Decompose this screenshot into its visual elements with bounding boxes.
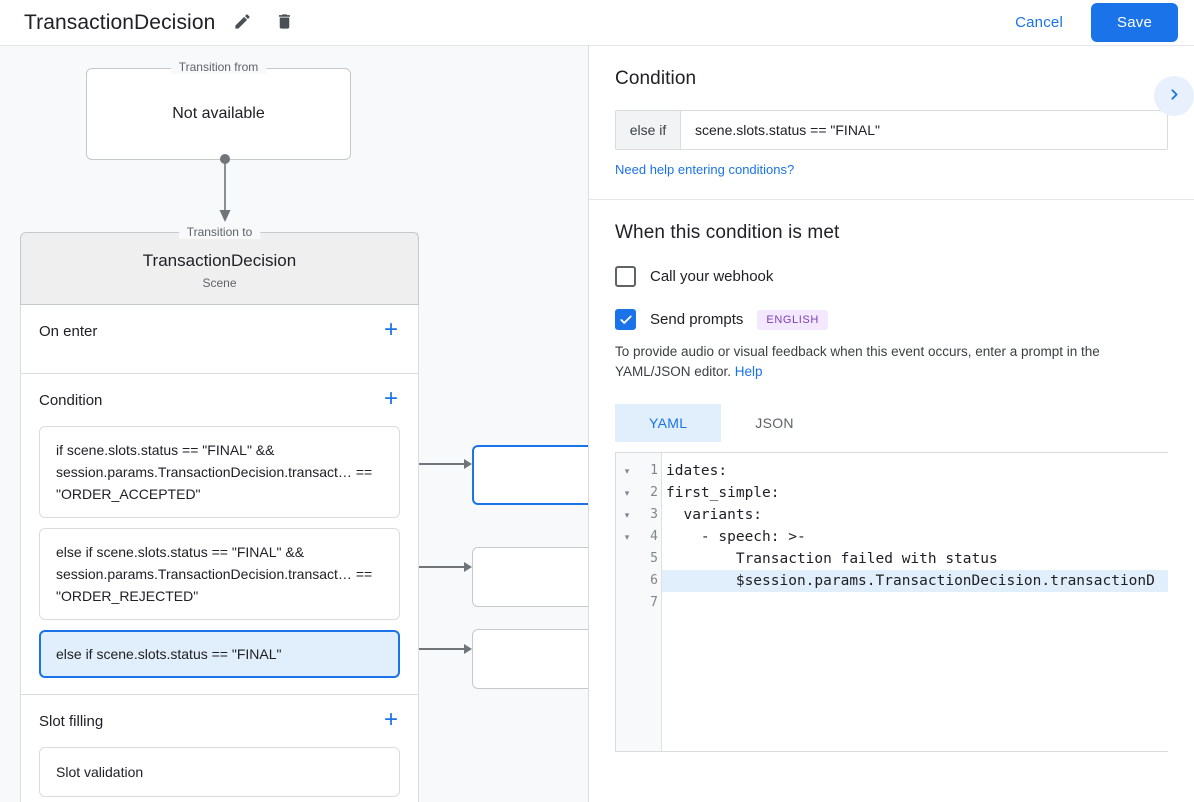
condition-card[interactable]: else if scene.slots.status == "FINAL" &&… (39, 528, 400, 620)
add-slot-filling-button[interactable]: + (383, 705, 398, 733)
code-line: - speech: >- (666, 529, 806, 545)
add-condition-button[interactable]: + (383, 384, 398, 412)
line-number: 7 (650, 595, 658, 610)
edit-button[interactable] (227, 8, 257, 38)
code-line: first_simple: (666, 485, 780, 501)
tab-yaml[interactable]: YAML (615, 404, 722, 442)
edge-arrowhead (464, 562, 472, 572)
scene-name: TransactionDecision (142, 251, 297, 270)
prompts-help-sentence: To provide audio or visual feedback when… (615, 344, 1100, 379)
flow-arrow-down (218, 154, 232, 231)
send-prompts-label: Send prompts (650, 311, 744, 328)
condition-card-selected[interactable]: else if scene.slots.status == "FINAL" (39, 630, 400, 678)
slot-validation-card[interactable]: Slot validation (39, 747, 400, 797)
checkmark-icon (619, 313, 633, 327)
line-number: 3 (650, 507, 658, 522)
section-title-slot-filling: Slot filling (39, 712, 104, 730)
call-webhook-checkbox[interactable] (615, 266, 636, 287)
line-number: 2 (650, 485, 658, 500)
edge-line (398, 566, 468, 568)
scene-type: Scene (202, 276, 237, 290)
condition-section: Condition else if Need help entering con… (589, 46, 1194, 200)
editor-format-tabs: YAML JSON (615, 404, 1168, 442)
send-prompts-checkbox[interactable] (615, 309, 636, 330)
condition-input-row: else if (615, 110, 1168, 150)
details-panel: Condition else if Need help entering con… (588, 46, 1194, 802)
chevron-right-icon (1166, 86, 1183, 106)
prompts-help-link[interactable]: Help (734, 364, 763, 379)
condition-card[interactable]: if scene.slots.status == "FINAL" && sess… (39, 426, 400, 518)
line-number: 5 (650, 551, 658, 566)
section-on-enter: On enter + (20, 305, 419, 374)
language-badge: ENGLISH (757, 309, 828, 330)
pencil-icon (233, 12, 252, 34)
fold-toggle-icon[interactable]: ▾ (624, 465, 630, 476)
tab-json[interactable]: JSON (721, 404, 828, 442)
transition-to-box[interactable]: Transition to TransactionDecision Scene (20, 225, 419, 305)
edge-line (398, 463, 468, 465)
send-prompts-row[interactable]: Send prompts ENGLISH (615, 309, 1168, 330)
transition-to-legend: Transition to (178, 225, 261, 239)
code-line: variants: (666, 507, 763, 523)
fold-toggle-icon[interactable]: ▾ (624, 487, 630, 498)
edge-arrowhead (464, 459, 472, 469)
code-line: idates: (666, 463, 728, 479)
edge-line (398, 648, 468, 650)
prompts-help-text: To provide audio or visual feedback when… (615, 342, 1168, 382)
transition-from-box: Transition from Not available (86, 60, 351, 160)
page-title: TransactionDecision (24, 10, 216, 34)
code-line-active: $session.params.TransactionDecision.tran… (662, 570, 1168, 592)
when-condition-met-section: When this condition is met Call your web… (589, 200, 1194, 772)
webhook-row[interactable]: Call your webhook (615, 266, 1168, 287)
condition-prefix-label: else if (616, 111, 681, 149)
section-title-on-enter: On enter (39, 322, 98, 340)
top-bar: TransactionDecision Cancel Save (0, 0, 1194, 46)
call-webhook-label: Call your webhook (650, 268, 774, 285)
section-title-condition: Condition (39, 391, 103, 409)
trash-icon (275, 12, 294, 34)
collapse-panel-button[interactable] (1154, 76, 1194, 116)
save-button[interactable]: Save (1091, 3, 1178, 42)
section-slot-filling: Slot filling + Slot validation (20, 695, 419, 802)
fold-toggle-icon[interactable]: ▾ (624, 509, 630, 520)
section-condition: Condition + if scene.slots.status == "FI… (20, 374, 419, 695)
line-number: 4 (650, 529, 658, 544)
editor-code-area[interactable]: idates: first_simple: variants: - speech… (662, 453, 1168, 751)
yaml-editor[interactable]: ▾ ▾ ▾ ▾ 1 2 3 4 5 6 7 (615, 452, 1168, 752)
condition-help-link[interactable]: Need help entering conditions? (615, 162, 795, 177)
condition-input[interactable] (681, 111, 1167, 149)
add-on-enter-button[interactable]: + (383, 315, 398, 343)
editor-line-numbers: 1 2 3 4 5 6 7 (638, 453, 662, 751)
line-number: 6 (650, 573, 658, 588)
condition-heading: Condition (615, 68, 697, 89)
transition-from-value: Not available (172, 105, 265, 122)
cancel-button[interactable]: Cancel (1001, 6, 1077, 39)
when-condition-met-heading: When this condition is met (615, 222, 840, 243)
transition-from-legend: Transition from (170, 60, 267, 74)
code-line (662, 592, 1168, 614)
top-bar-actions: Cancel Save (1001, 3, 1194, 42)
line-number: 1 (650, 463, 658, 478)
scene-card-stack: Transition to TransactionDecision Scene … (20, 225, 419, 802)
edge-arrowhead (464, 644, 472, 654)
code-line: Transaction failed with status (666, 551, 998, 567)
delete-button[interactable] (269, 8, 299, 38)
fold-toggle-icon[interactable]: ▾ (624, 531, 630, 542)
editor-fold-gutter[interactable]: ▾ ▾ ▾ ▾ (616, 453, 638, 751)
